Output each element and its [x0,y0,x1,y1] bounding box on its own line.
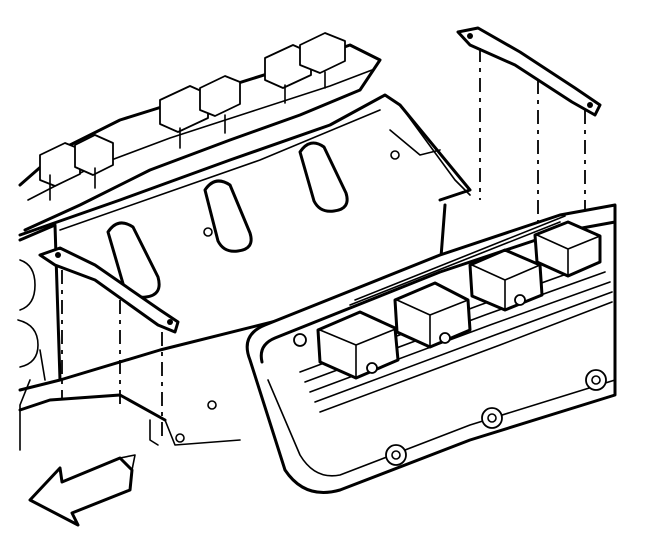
cover-bolt-3 [585,369,607,391]
cover-bolt-2 [481,407,503,429]
intake-port-3 [298,141,349,213]
cover-bolt-1 [385,444,407,466]
coil-2 [393,281,472,349]
ignition-coil-bracket-right [456,26,602,225]
intake-manifold-gasket-surface [17,93,472,451]
front-direction-arrow [28,454,136,527]
intake-port-2 [203,179,253,253]
ignition-coils [316,215,602,380]
ignition-coil-bracket-left [38,246,180,440]
left-cylinder-head [18,32,382,232]
arrow-front-icon [28,456,134,527]
